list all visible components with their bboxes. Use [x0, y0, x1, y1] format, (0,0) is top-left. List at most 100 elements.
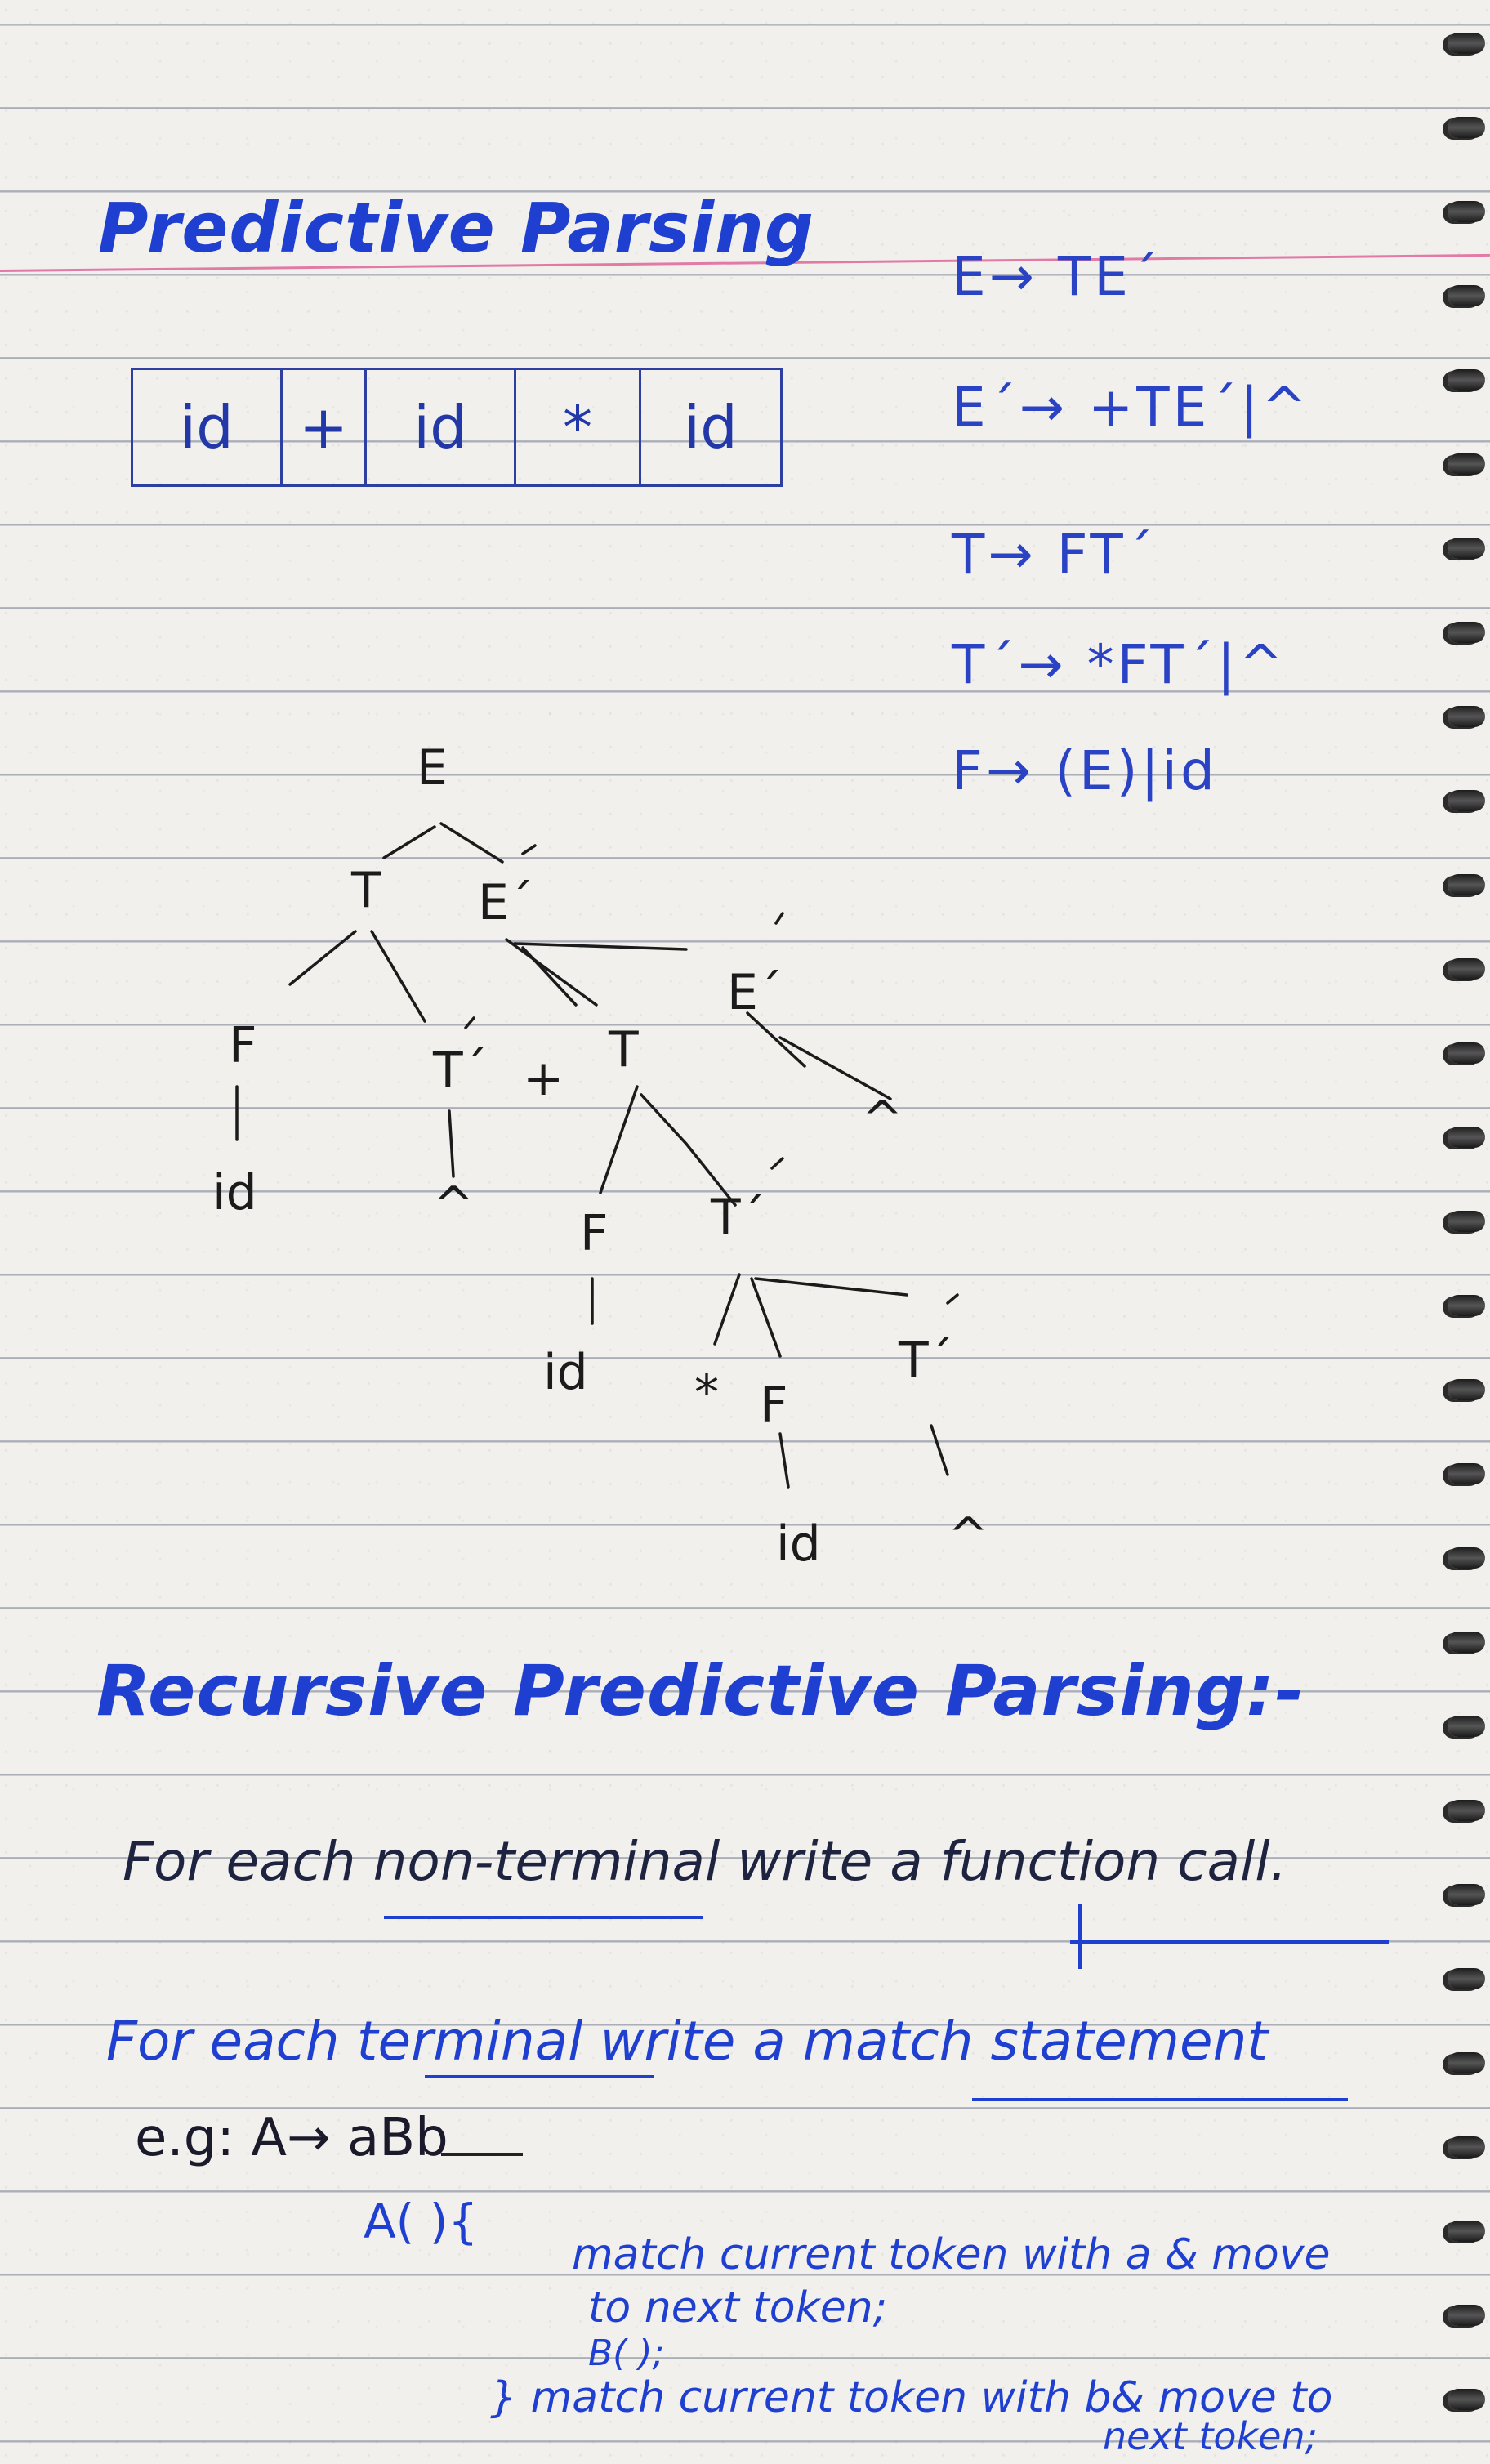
code-line: to next token; — [588, 2283, 888, 2332]
tree-edge — [946, 1293, 959, 1305]
tree-node: E´ — [727, 964, 783, 1021]
binding-ring — [1448, 1716, 1485, 1737]
grammar-rule: E´→ +TE´|^ — [952, 376, 1310, 439]
binding-ring — [1448, 1463, 1485, 1484]
token-cell: id — [684, 393, 738, 462]
binding-ring — [1448, 1127, 1485, 1148]
text-line: For each non-terminal write a function c… — [123, 1830, 1287, 1893]
spiral-binding — [1441, 0, 1490, 2464]
tree-node: E — [417, 739, 448, 797]
tree-edge — [464, 1016, 475, 1029]
tree-node: T´ — [432, 1042, 488, 1099]
code-line: A( ){ — [364, 2194, 479, 2249]
binding-ring — [1448, 369, 1485, 391]
tree-edge — [599, 1085, 639, 1194]
tree-node: id — [776, 1515, 821, 1573]
binding-ring — [1448, 453, 1485, 475]
binding-ring — [1448, 2136, 1485, 2158]
binding-ring — [1448, 201, 1485, 222]
code-line: } match current token with b& move to — [490, 2373, 1333, 2422]
tree-node: F — [580, 1205, 609, 1262]
tree-edge — [439, 822, 504, 864]
underline — [441, 2153, 523, 2156]
binding-ring — [1448, 874, 1485, 895]
tree-edge — [713, 1273, 741, 1346]
grammar-rule: T→ FT´ — [952, 523, 1157, 586]
grammar-rule: F→ (E)|id — [952, 739, 1218, 802]
binding-ring — [1448, 2389, 1485, 2410]
binding-ring — [1448, 2221, 1485, 2242]
tree-edge — [770, 1157, 784, 1170]
code-line: B( ); — [588, 2332, 665, 2374]
underline — [972, 2098, 1348, 2101]
underline — [1070, 1940, 1389, 1944]
tree-node: E´ — [478, 874, 533, 931]
tree-node: ^ — [433, 1176, 474, 1234]
tree-node: * — [694, 1364, 719, 1422]
tree-node: ^ — [862, 1091, 903, 1148]
tree-edge — [750, 1277, 782, 1358]
tree-node: id — [212, 1164, 257, 1221]
binding-ring — [1448, 1800, 1485, 1821]
text-line: For each terminal write a match statemen… — [106, 2010, 1269, 2073]
binding-ring — [1448, 1379, 1485, 1400]
underline — [425, 2075, 654, 2078]
tree-edge — [930, 1424, 949, 1476]
tree-node: T — [350, 862, 381, 919]
tree-node: + — [523, 1050, 564, 1107]
underline — [1078, 1904, 1082, 1969]
binding-ring — [1448, 1968, 1485, 1989]
tree-edge — [448, 1109, 455, 1178]
tree-edge — [370, 930, 426, 1023]
binding-ring — [1448, 1211, 1485, 1232]
tree-node: T — [608, 1021, 639, 1078]
token-cell: id — [133, 370, 283, 484]
tree-edge — [513, 942, 688, 951]
heading-recursive-predictive-parsing: Recursive Predictive Parsing:- — [96, 1650, 1305, 1732]
tree-edge — [640, 1093, 688, 1145]
binding-ring — [1448, 33, 1485, 54]
tree-node: ^ — [948, 1507, 988, 1565]
binding-ring — [1448, 1884, 1485, 1905]
token-cell: + — [283, 370, 367, 484]
binding-ring — [1448, 1295, 1485, 1316]
tree-edge — [774, 912, 784, 925]
tree-edge — [521, 946, 578, 1007]
code-line: match current token with a & move — [572, 2230, 1331, 2279]
tree-node: F — [229, 1017, 257, 1074]
underline — [384, 1916, 703, 1919]
grammar-rule: T´→ *FT´|^ — [952, 633, 1287, 696]
input-token-table: id + id * id — [131, 368, 783, 487]
tree-edge — [382, 825, 436, 859]
heading-predictive-parsing: Predictive Parsing — [98, 188, 815, 268]
tree-edge — [778, 1432, 790, 1489]
tree-node: F — [760, 1377, 788, 1434]
tree-node: T´ — [898, 1332, 953, 1389]
binding-ring — [1448, 1632, 1485, 1653]
binding-ring — [1448, 790, 1485, 811]
example-rule: e.g: A→ aBb — [135, 2108, 448, 2168]
binding-ring — [1448, 2052, 1485, 2073]
binding-ring — [1448, 117, 1485, 138]
tree-node: T´ — [710, 1189, 765, 1246]
code-line: next token; — [1103, 2414, 1318, 2458]
tree-edge — [778, 1036, 892, 1100]
tree-edge — [754, 1277, 908, 1297]
binding-ring — [1448, 1042, 1485, 1064]
binding-ring — [1448, 1547, 1485, 1569]
tree-edge — [685, 1142, 737, 1207]
binding-ring — [1448, 958, 1485, 980]
binding-ring — [1448, 622, 1485, 643]
tree-edge — [521, 844, 537, 855]
tree-edge — [505, 938, 598, 1007]
tree-node: id — [543, 1344, 588, 1401]
binding-ring — [1448, 538, 1485, 559]
tree-edge — [746, 1011, 806, 1068]
binding-ring — [1448, 706, 1485, 727]
tree-edge — [288, 930, 357, 986]
grammar-rule: E→ TE´ — [952, 245, 1162, 308]
token-cell: id — [367, 370, 516, 484]
binding-ring — [1448, 2305, 1485, 2326]
